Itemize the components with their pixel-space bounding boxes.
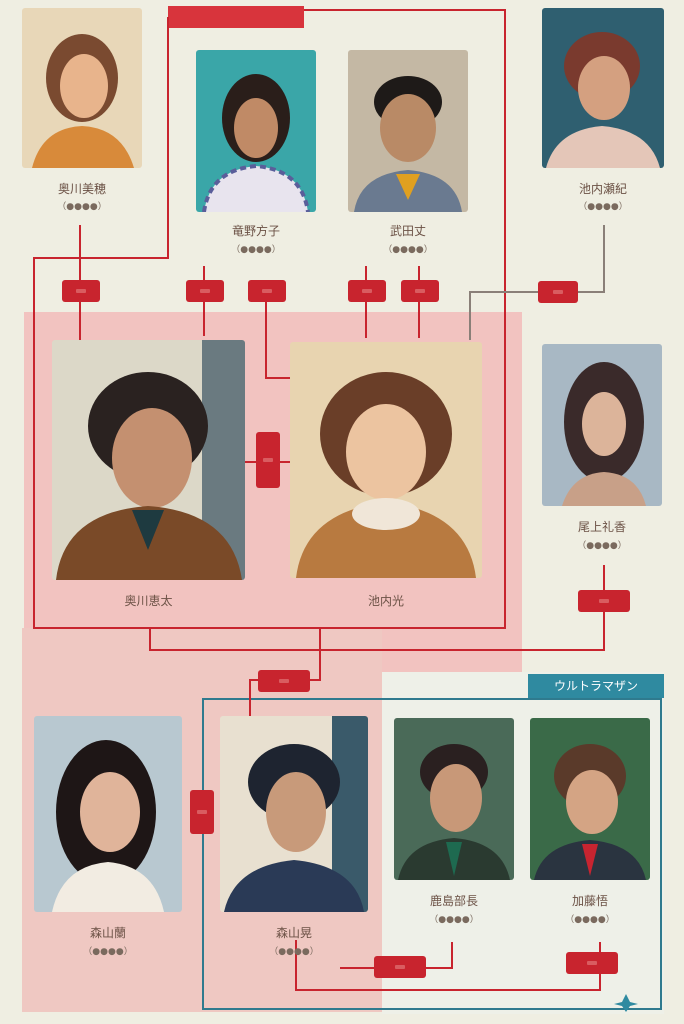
portrait-image	[34, 716, 182, 912]
person-name: 尾上礼香	[542, 518, 662, 535]
person-name: 池内瀬紀	[542, 180, 664, 197]
person-card-moriyama-ran	[34, 716, 182, 912]
portrait-image	[542, 8, 664, 168]
person-actor: （●●●●）	[220, 944, 368, 957]
relation-tag	[538, 281, 578, 303]
portrait-image	[52, 340, 245, 580]
person-card-moriyama-akira	[220, 716, 368, 912]
relation-tag	[374, 956, 426, 978]
relation-tag	[258, 670, 310, 692]
relation-tag	[566, 952, 618, 974]
relation-tag-vertical	[256, 432, 280, 488]
person-card-okukawa-mizuho	[22, 8, 142, 168]
person-actor: （●●●●）	[530, 912, 650, 925]
portrait-image	[394, 718, 514, 880]
person-actor: （●●●●）	[394, 912, 514, 925]
portrait-image	[542, 344, 662, 506]
person-name: 森山晃	[220, 924, 368, 941]
relation-tag	[62, 280, 100, 302]
person-name: 森山蘭	[34, 924, 182, 941]
person-name: 竜野方子	[196, 222, 316, 239]
relation-tag	[186, 280, 224, 302]
relation-tag	[348, 280, 386, 302]
person-card-kijima	[394, 718, 514, 880]
person-actor: （●●●●）	[542, 199, 664, 212]
person-actor: （●●●●）	[348, 242, 468, 255]
portrait-image	[196, 50, 316, 212]
person-actor: （●●●●）	[22, 199, 142, 212]
person-name: 鹿島部長	[394, 892, 514, 909]
relation-tag	[578, 590, 630, 612]
person-actor: （●●●●）	[542, 538, 662, 551]
line-ikeuchi-mother-hikari	[470, 225, 604, 340]
person-actor: （●●●●）	[34, 944, 182, 957]
person-name: 武田丈	[348, 222, 468, 239]
person-card-okukawa-keita	[52, 340, 245, 580]
relation-tag	[401, 280, 439, 302]
person-card-ryono	[196, 50, 316, 212]
portrait-image	[290, 342, 482, 578]
portrait-image	[22, 8, 142, 168]
person-card-takeda	[348, 50, 468, 212]
person-name: 奥川美穂	[22, 180, 142, 197]
person-name: 奥川恵太	[52, 592, 245, 609]
person-card-onoue	[542, 344, 662, 506]
relation-tag-vertical	[190, 790, 214, 834]
relation-tag	[248, 280, 286, 302]
person-card-kato	[530, 718, 650, 880]
person-card-ikeuchi-hikari	[290, 342, 482, 578]
emblem-icon	[612, 992, 640, 1014]
person-name: 池内光	[290, 592, 482, 609]
person-actor: （●●●●）	[196, 242, 316, 255]
person-name: 加藤悟	[530, 892, 650, 909]
portrait-image	[348, 50, 468, 212]
portrait-image	[220, 716, 368, 912]
person-card-ikeuchi-mother	[542, 8, 664, 168]
portrait-image	[530, 718, 650, 880]
